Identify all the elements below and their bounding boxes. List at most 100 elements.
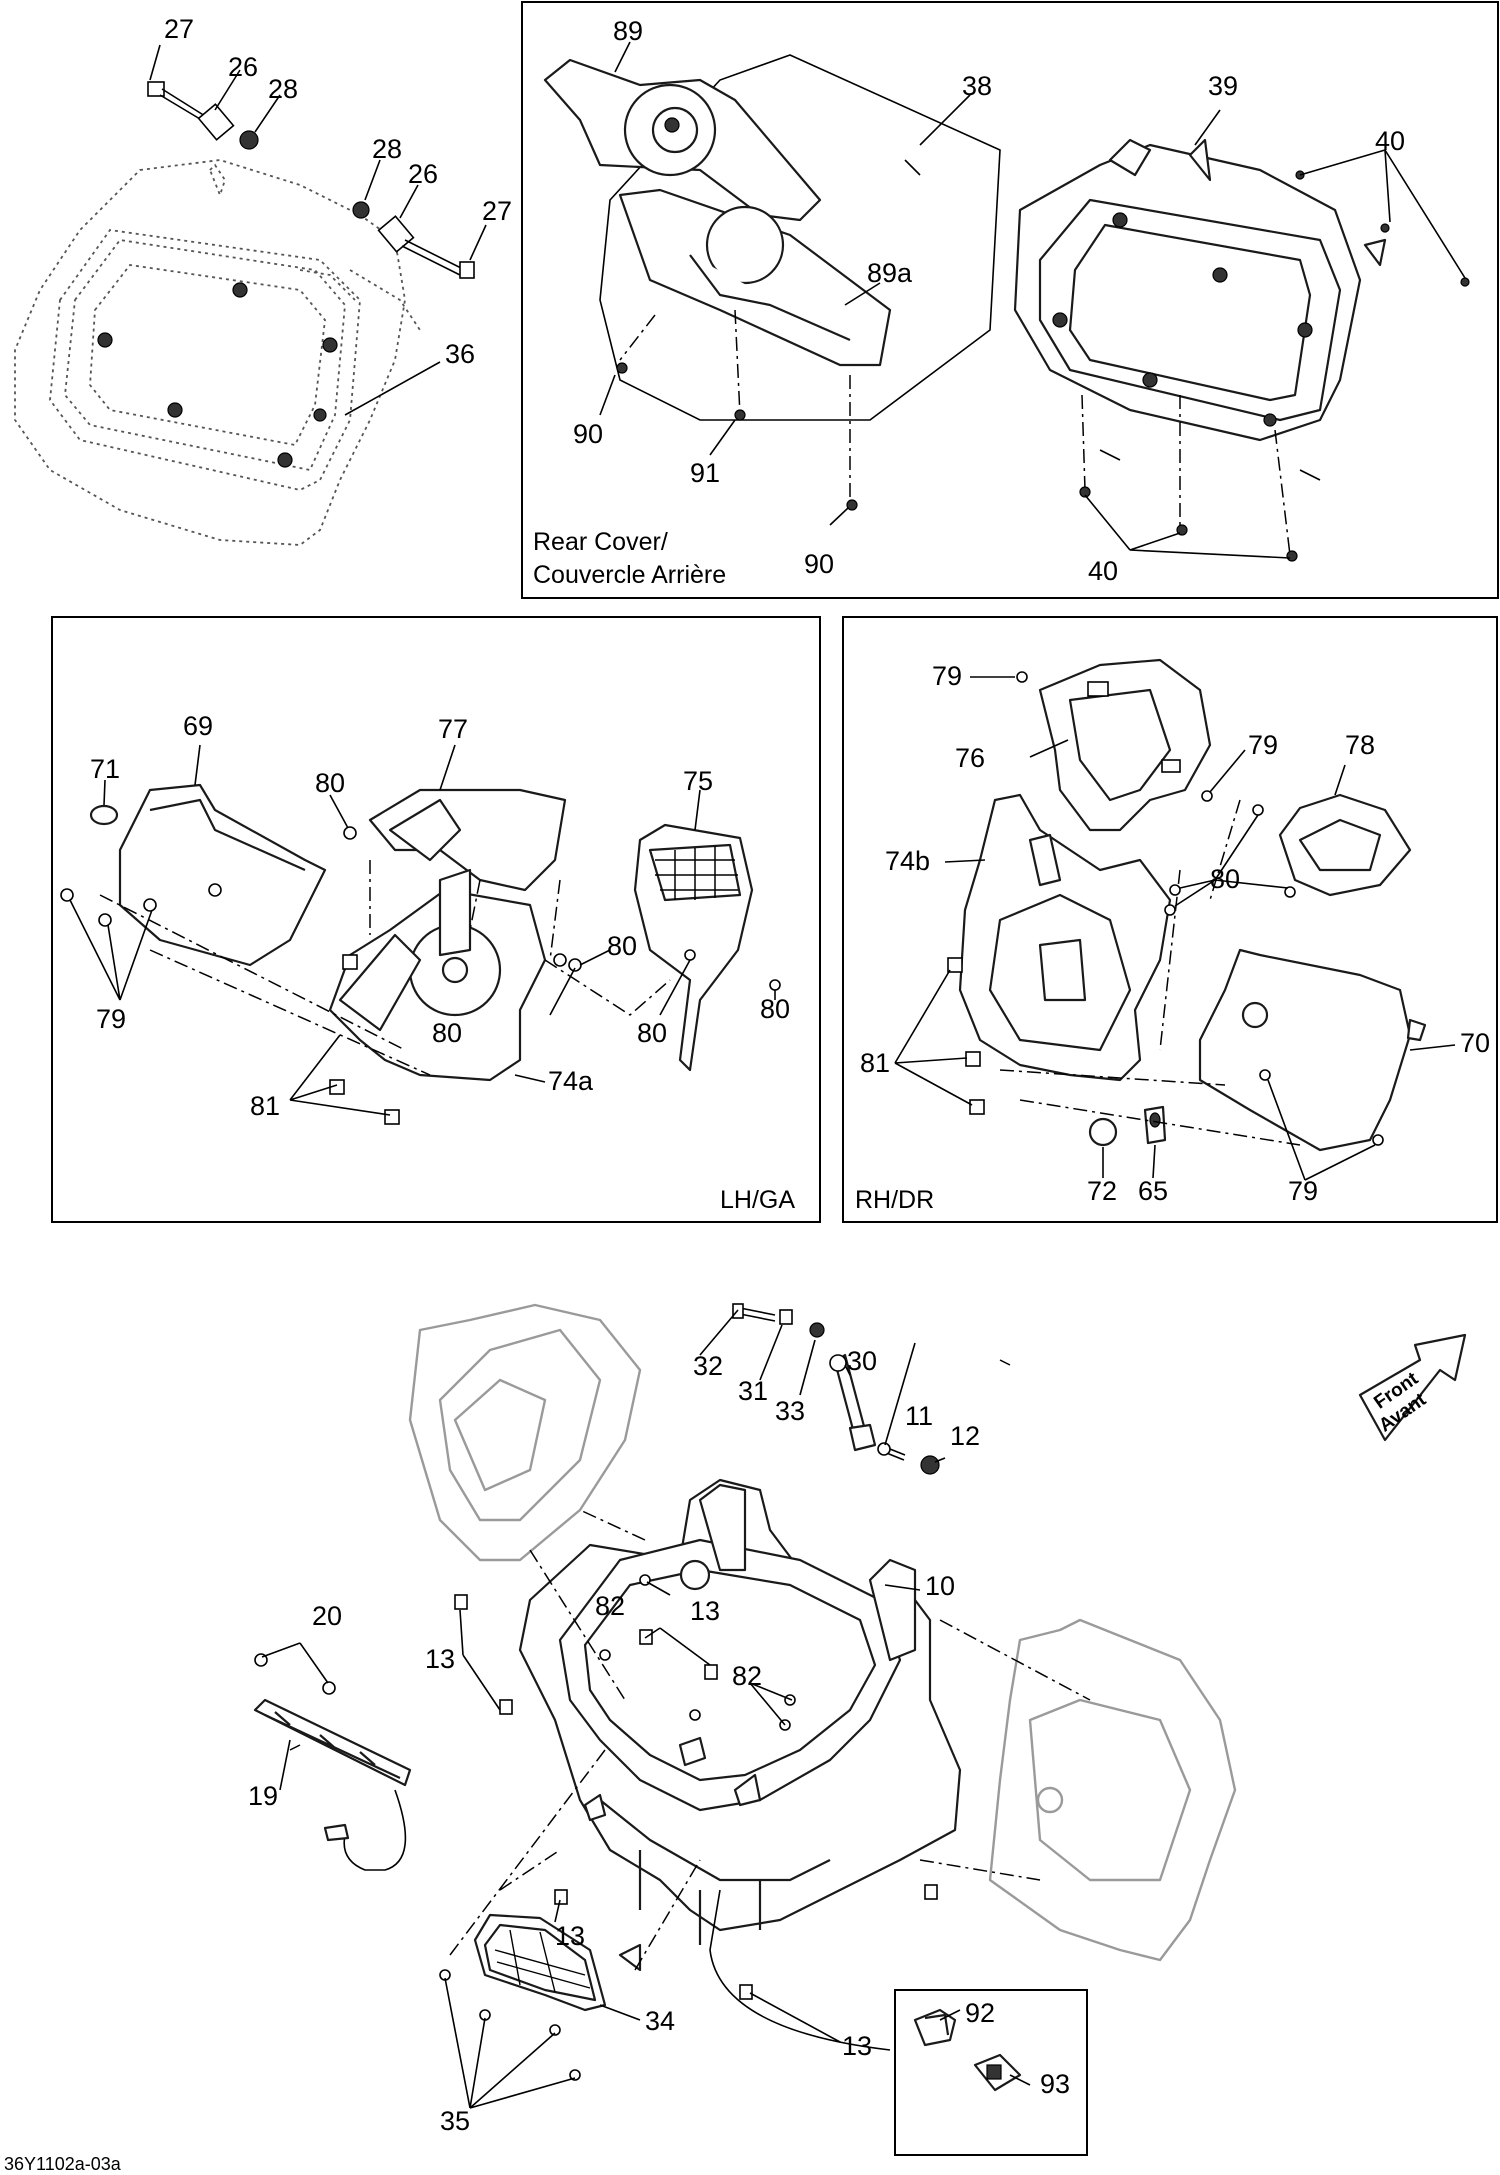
lh-fasteners	[60, 826, 781, 1125]
latch-93	[973, 2053, 1022, 2092]
rh-panel-caption: RH/DR	[855, 1186, 934, 1214]
callout-19: 19	[248, 1781, 278, 1811]
nut-12	[920, 1455, 940, 1475]
rh-plug-72	[1088, 1117, 1118, 1147]
callout-72: 72	[1087, 1176, 1117, 1206]
callout-79: 79	[1248, 730, 1278, 760]
rh-clip-65	[1143, 1105, 1167, 1145]
callout-79: 79	[1288, 1176, 1318, 1206]
callout-30: 30	[847, 1346, 877, 1376]
gas-strut-30	[829, 1353, 877, 1452]
callout-35: 35	[440, 2106, 470, 2136]
rh-panel-frame	[842, 616, 1498, 1223]
callout-79: 79	[96, 1004, 126, 1034]
callout-69: 69	[183, 711, 213, 741]
callout-10: 10	[925, 1571, 955, 1601]
callout-33: 33	[775, 1396, 805, 1426]
callout-79: 79	[932, 661, 962, 691]
lh-duct-77	[368, 788, 567, 892]
callout-40: 40	[1375, 126, 1405, 156]
callout-34: 34	[645, 2006, 675, 2036]
callout-labels: 27 26 28 28 26 27 36 89 38 39 40 89a 90 …	[90, 14, 1490, 2136]
lamp-strip-19	[253, 1698, 412, 1871]
latch-detail-frame	[894, 1989, 1088, 2156]
bolt-27-right	[401, 239, 475, 279]
callout-13: 13	[555, 1921, 585, 1951]
callout-82: 82	[595, 1591, 625, 1621]
callout-76: 76	[955, 743, 985, 773]
callout-13: 13	[690, 1596, 720, 1626]
bolt-11	[877, 1442, 906, 1461]
callout-27: 27	[482, 196, 512, 226]
rear-cover-body-38	[599, 54, 1001, 421]
tail-light-34	[473, 1913, 642, 2012]
callout-78: 78	[1345, 730, 1375, 760]
callout-31: 31	[738, 1376, 768, 1406]
callout-80: 80	[315, 768, 345, 798]
callout-26: 26	[228, 52, 258, 82]
callout-70: 70	[1460, 1028, 1490, 1058]
callout-65: 65	[1138, 1176, 1168, 1206]
callout-82: 82	[732, 1661, 762, 1691]
lh-grommet-71	[89, 804, 119, 826]
rear-cover-caption-line2: Couvercle Arrière	[533, 561, 726, 589]
callout-75: 75	[683, 766, 713, 796]
nut-28-left	[239, 130, 259, 150]
callout-11: 11	[905, 1401, 933, 1431]
callout-74a: 74a	[548, 1066, 594, 1096]
callout-27: 27	[164, 14, 194, 44]
callout-28: 28	[268, 74, 298, 104]
callout-39: 39	[1208, 71, 1238, 101]
callout-93: 93	[1040, 2069, 1070, 2099]
bolt-32	[732, 1303, 776, 1322]
callout-32: 32	[693, 1351, 723, 1381]
latch-92	[913, 2008, 957, 2047]
ghost-duct-right	[988, 1618, 1237, 1962]
callout-81: 81	[250, 1091, 280, 1121]
callout-80: 80	[1210, 864, 1240, 894]
callout-36: 36	[445, 339, 475, 369]
callout-90: 90	[804, 549, 834, 579]
callout-38: 38	[962, 71, 992, 101]
callout-13: 13	[842, 2031, 872, 2061]
main-storage-housing-10	[518, 1478, 962, 1945]
callout-40: 40	[1088, 556, 1118, 586]
rear-cover-caption-line1: Rear Cover/	[533, 528, 668, 556]
callout-74b: 74b	[885, 846, 930, 876]
callout-80: 80	[607, 931, 637, 961]
nut-28-right	[352, 201, 370, 219]
callout-20: 20	[312, 1601, 342, 1631]
callout-92: 92	[965, 1998, 995, 2028]
nut-33	[809, 1322, 825, 1338]
rh-side-housing-74b	[958, 793, 1172, 1082]
callout-26: 26	[408, 159, 438, 189]
drawing-code: 36Y1102a-03a	[4, 2154, 122, 2174]
callout-71: 71	[90, 754, 120, 784]
spacer-26-left	[197, 103, 235, 141]
callout-80: 80	[637, 1018, 667, 1048]
lh-grille-75	[633, 823, 754, 1072]
rear-cover-frame	[521, 1, 1499, 599]
rh-duct-76	[1038, 658, 1212, 832]
lh-side-housing-74a	[328, 868, 547, 1082]
ghost-duct-upper-left	[408, 1303, 642, 1562]
rear-cover-handle-89a	[618, 188, 892, 367]
callout-91: 91	[690, 458, 720, 488]
rh-panel-70	[1198, 948, 1427, 1152]
front-direction-arrow: Front Avant	[1358, 1333, 1467, 1442]
callout-81: 81	[860, 1048, 890, 1078]
callout-77: 77	[438, 714, 468, 744]
callout-90: 90	[573, 419, 603, 449]
rh-cover-78	[1278, 793, 1412, 897]
rh-fasteners	[947, 671, 1384, 1146]
lh-cover-69	[118, 783, 327, 967]
spacer-26-right	[377, 215, 415, 253]
rear-cover-handle-89	[543, 58, 822, 222]
callout-89a: 89a	[867, 258, 913, 288]
callout-13: 13	[425, 1644, 455, 1674]
spacer-31	[779, 1309, 793, 1325]
callout-89: 89	[613, 16, 643, 46]
callout-80: 80	[432, 1018, 462, 1048]
callout-80: 80	[760, 994, 790, 1024]
